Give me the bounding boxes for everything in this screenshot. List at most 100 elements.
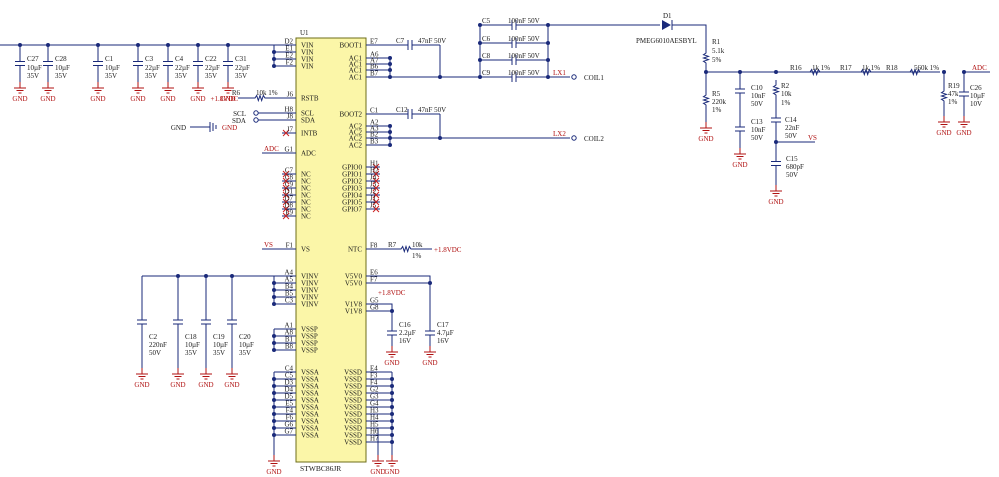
cap-value: 22µF <box>235 64 250 72</box>
cap-voltage: 35V <box>175 72 187 80</box>
gnd-label: GND <box>936 129 951 137</box>
pin-number: D1 <box>284 188 293 196</box>
pin-name: AC1 <box>349 67 363 75</box>
v18-label: +1.8VDC <box>434 246 462 254</box>
pin-name: V1V8 <box>345 308 363 316</box>
junction-dot <box>478 23 482 27</box>
pin-number: A1 <box>284 322 293 330</box>
pin-name: NC <box>301 199 311 207</box>
pin-name: VSSA <box>301 390 319 398</box>
cap-ref: C28 <box>55 55 67 63</box>
pin-name: VIN <box>301 42 313 50</box>
gnd-label: GND <box>171 124 186 132</box>
cap-ref: C13 <box>751 118 763 126</box>
cap-value: 22µF <box>145 64 160 72</box>
cap-value: 100nF 50V <box>508 52 540 60</box>
pin-name: VINV <box>301 294 319 302</box>
cap-ref: C27 <box>27 55 39 63</box>
r19-resistor <box>939 84 949 108</box>
res-ref: R5 <box>712 90 721 98</box>
pin-number: A4 <box>284 269 293 277</box>
pin-number: G1 <box>284 146 293 154</box>
pin-number: J2 <box>370 188 377 196</box>
no-connect-mark <box>372 198 380 206</box>
pin-name: VSSA <box>301 418 319 426</box>
pin-name: VSSA <box>301 411 319 419</box>
pin-name: VIN <box>301 63 313 71</box>
cap-value: 10µF <box>239 341 254 349</box>
pin-name: VIN <box>301 56 313 64</box>
pin-number: A2 <box>370 119 379 127</box>
pin-name: V5V0 <box>345 280 363 288</box>
cap-ref: C16 <box>399 321 411 329</box>
pin-number: G2 <box>370 386 379 394</box>
junction-dot <box>774 70 778 74</box>
pin-name: GPIO0 <box>342 164 362 172</box>
cap-voltage: 35V <box>105 72 117 80</box>
gnd-label: GND <box>956 129 971 137</box>
pin-name: VSSD <box>344 418 362 426</box>
pin-number: J6 <box>287 91 294 99</box>
pin-name: VSSD <box>344 404 362 412</box>
cap-voltage: 35V <box>27 72 39 80</box>
res-tol: 1% <box>712 106 722 114</box>
pin-name: VINV <box>301 301 319 309</box>
r6-resistor <box>238 93 282 103</box>
pin-number: C7 <box>285 167 294 175</box>
no-connect-mark <box>282 129 290 137</box>
cap-voltage: 50V <box>149 349 161 357</box>
gnd-label: GND <box>220 95 235 103</box>
pin-number: G7 <box>284 428 293 436</box>
pin-number: B7 <box>370 70 379 78</box>
cap-voltage: 50V <box>785 132 797 140</box>
no-connect-mark <box>282 205 290 213</box>
pin-name: AC2 <box>349 123 363 131</box>
cap-value: 47nF 50V <box>418 106 446 114</box>
res-value: 10k <box>781 90 792 98</box>
pin-name: VSSD <box>344 383 362 391</box>
cap-value: 10nF <box>751 126 766 134</box>
cap-voltage: 10V <box>970 100 982 108</box>
pin-number: C9 <box>285 181 294 189</box>
net-port-circle <box>253 117 259 123</box>
pin-name: VIN <box>301 49 313 57</box>
pin-number: H5 <box>370 421 379 429</box>
adc-label: ADC <box>972 64 987 72</box>
cap-ref: C4 <box>175 55 184 63</box>
pin-name: SDA <box>301 117 315 125</box>
pin-name: VSSA <box>301 383 319 391</box>
pin-number: D8 <box>284 202 293 210</box>
pin-name: GPIO1 <box>342 171 362 179</box>
pin-number: H6 <box>370 428 379 436</box>
pin-name: AC1 <box>349 74 363 82</box>
gnd-label: GND <box>768 198 783 206</box>
junction-dot <box>438 75 442 79</box>
cap-ref: C6 <box>482 35 491 43</box>
res-tol: 1% <box>948 98 958 106</box>
no-connect-mark <box>372 170 380 178</box>
v18-label: +1.8VDC <box>378 289 406 297</box>
r18-resistor <box>900 67 930 77</box>
cap-voltage: 35V <box>55 72 67 80</box>
pin-name: VSSP <box>301 333 318 341</box>
cap-value: 10µF <box>213 341 228 349</box>
cap-voltage: 35V <box>185 349 197 357</box>
pin-number: D5 <box>284 393 293 401</box>
res-ref: R1 <box>712 38 721 46</box>
res-value: 5.1k <box>712 47 725 55</box>
cap-ref: C5 <box>482 17 491 25</box>
cap-ref: C15 <box>786 155 798 163</box>
cap-ref: C2 <box>149 333 158 341</box>
cap-value: 22nF <box>785 124 800 132</box>
pin-name: VS <box>301 246 310 254</box>
pin-number: H8 <box>284 106 293 114</box>
pin-number: B6 <box>370 63 379 71</box>
cap-value: 47nF 50V <box>418 37 446 45</box>
pin-name: NC <box>301 192 311 200</box>
pin-name: VINV <box>301 280 319 288</box>
gnd-label: GND <box>40 95 55 103</box>
cap-value: 22µF <box>205 64 220 72</box>
pin-number: H7 <box>370 435 379 443</box>
cap-value: 10µF <box>27 64 42 72</box>
pin-number: J3 <box>370 181 377 189</box>
